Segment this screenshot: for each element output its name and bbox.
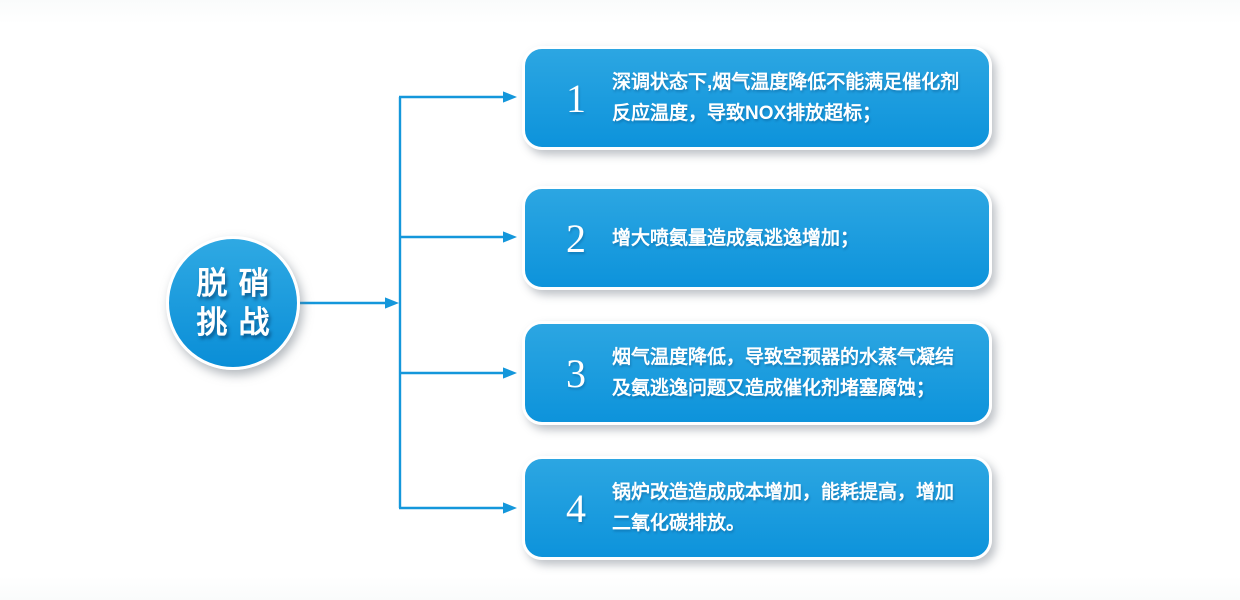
arrowhead-root-icon (385, 297, 399, 309)
item-text-line: 锅炉改造造成成本增加，能耗提高，增加 (612, 482, 955, 503)
item-number: 3 (566, 350, 586, 396)
item-text-line: 增大喷氨量造成氨逃逸增加； (612, 227, 860, 249)
item-number: 2 (566, 215, 586, 261)
item-text: 锅炉改造造成成本增加，能耗提高，增加 二氧化碳排放。 (612, 477, 984, 539)
root-node-label-line2: 挑战 (196, 305, 281, 340)
challenge-box-4: 4 锅炉改造造成成本增加，能耗提高，增加 二氧化碳排放。 (522, 456, 992, 560)
arrowhead-1-icon (503, 91, 517, 103)
item-number: 1 (566, 75, 586, 121)
root-node-circle: 脱硝 挑战 (166, 236, 300, 370)
challenge-box-2: 2 增大喷氨量造成氨逃逸增加； (522, 186, 992, 290)
item-number: 4 (566, 485, 586, 531)
item-text-line: 深调状态下,烟气温度降低不能满足催化剂 (612, 72, 960, 93)
arrowhead-2-icon (503, 231, 517, 243)
challenge-box-1: 1 深调状态下,烟气温度降低不能满足催化剂 反应温度，导致NOX排放超标； (522, 46, 992, 150)
arrowhead-3-icon (503, 367, 517, 379)
item-text-line: 反应温度，导致NOX排放超标； (612, 103, 882, 124)
item-text: 烟气温度降低，导致空预器的水蒸气凝结 及氨逃逸问题又造成催化剂堵塞腐蚀； (612, 342, 984, 404)
root-node-label-line1: 脱硝 (196, 266, 281, 301)
item-text: 深调状态下,烟气温度降低不能满足催化剂 反应温度，导致NOX排放超标； (612, 67, 984, 129)
item-text-line: 及氨逃逸问题又造成催化剂堵塞腐蚀； (612, 378, 936, 399)
item-text-line: 二氧化碳排放。 (612, 513, 746, 534)
challenge-box-3: 3 烟气温度降低，导致空预器的水蒸气凝结 及氨逃逸问题又造成催化剂堵塞腐蚀； (522, 321, 992, 425)
item-text: 增大喷氨量造成氨逃逸增加； (612, 223, 984, 254)
arrowhead-4-icon (503, 502, 517, 514)
item-text-line: 烟气温度降低，导致空预器的水蒸气凝结 (612, 347, 955, 368)
